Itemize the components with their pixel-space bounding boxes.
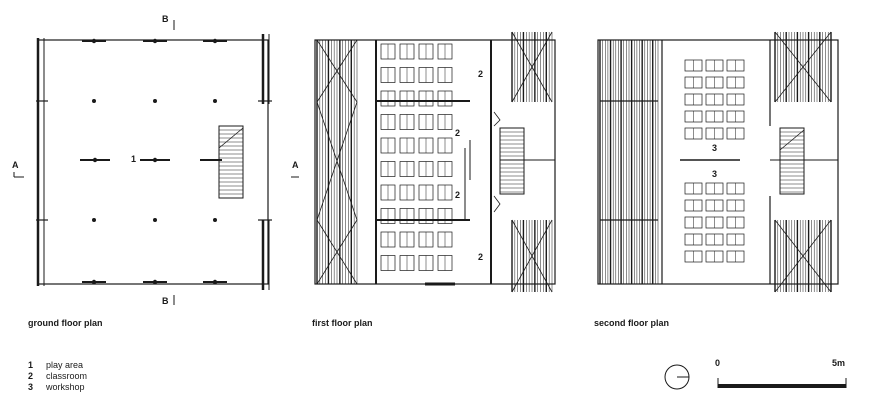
room-number-workshop: 3 xyxy=(712,169,718,179)
room-number-classroom: 2 xyxy=(455,128,461,138)
second-floor-plan xyxy=(597,31,839,293)
second-floor-caption: second floor plan xyxy=(594,318,670,328)
scale-end-label: 5m xyxy=(832,358,846,368)
legend-item: 3 workshop xyxy=(28,382,85,392)
classroom-desks xyxy=(380,43,453,271)
section-marker-a-right: A xyxy=(292,160,299,170)
first-floor-caption: first floor plan xyxy=(312,318,373,328)
scale-start-label: 0 xyxy=(715,358,721,368)
louver-band xyxy=(599,40,659,284)
first-floor-plan xyxy=(291,31,556,293)
legend-item: 1 play area xyxy=(28,360,83,370)
room-number-classroom: 2 xyxy=(478,69,484,79)
ground-floor-caption: ground floor plan xyxy=(28,318,103,328)
legend-number: 1 xyxy=(28,360,34,370)
section-marker-b-top: B xyxy=(162,14,169,24)
louver-band xyxy=(774,31,832,293)
ground-floor-plan xyxy=(13,20,272,305)
louver-band xyxy=(511,31,553,293)
workshop-tables xyxy=(684,59,745,263)
north-arrow-icon xyxy=(664,364,690,390)
room-number-classroom: 2 xyxy=(478,252,484,262)
louver-band xyxy=(316,39,358,285)
legend-label: workshop xyxy=(46,382,85,392)
section-marker-a-left: A xyxy=(12,160,19,170)
room-number-classroom: 2 xyxy=(455,190,461,200)
legend-number: 3 xyxy=(28,382,34,392)
legend-item: 2 classroom xyxy=(28,371,87,381)
scale-bar xyxy=(717,378,847,388)
room-number-play-area: 1 xyxy=(131,154,137,164)
legend-label: classroom xyxy=(46,371,88,381)
legend-number: 2 xyxy=(28,371,34,381)
legend-label: play area xyxy=(46,360,84,370)
section-marker-b-bottom: B xyxy=(162,296,169,306)
room-number-workshop: 3 xyxy=(712,143,718,153)
